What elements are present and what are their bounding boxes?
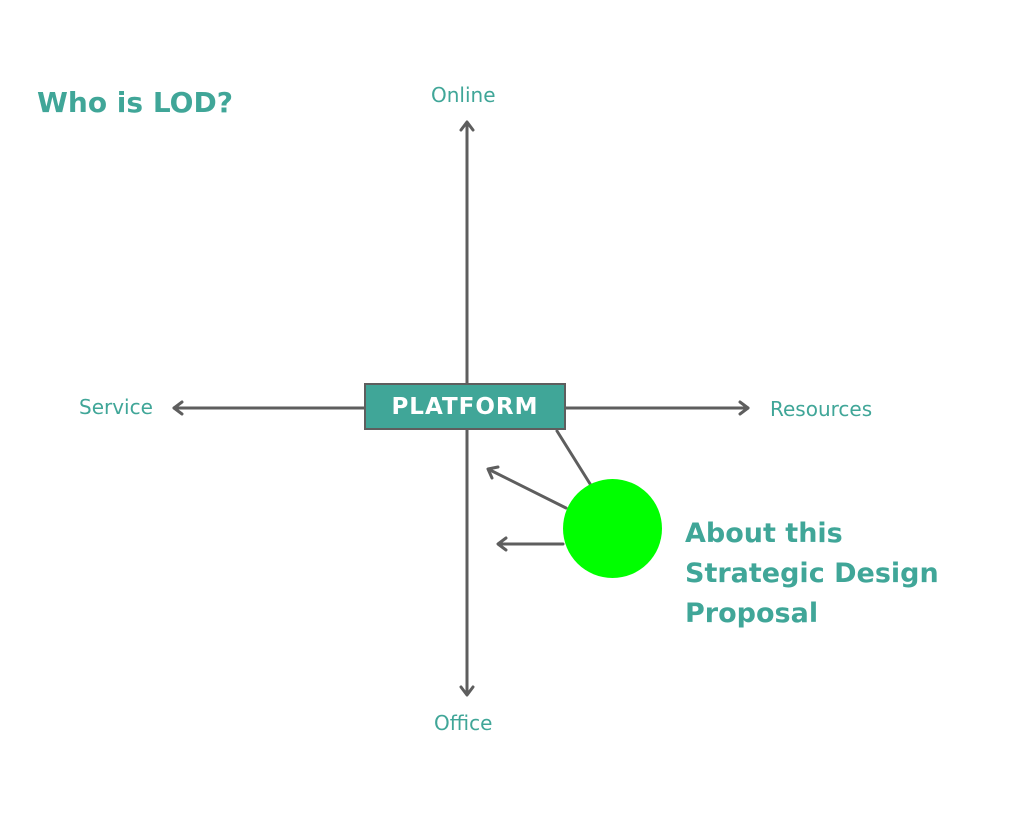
axis-label-resources: Resources	[770, 397, 873, 421]
axis-label-service: Service	[79, 395, 153, 419]
about-proposal-link[interactable]: About this Strategic Design Proposal	[685, 514, 965, 634]
axis-label-office: Office	[434, 711, 493, 735]
proposal-marker-circle[interactable]	[563, 479, 662, 578]
page-title: Who is LOD?	[37, 86, 233, 119]
pointer-arrow-lower-head-icon	[496, 536, 508, 552]
platform-box: PLATFORM	[364, 383, 566, 430]
pointer-arrow-upper-head-icon	[486, 465, 500, 480]
arrow-left-icon	[172, 400, 184, 416]
pointer-arrow-upper	[488, 468, 568, 510]
arrow-right-icon	[738, 400, 750, 416]
arrow-down-icon	[459, 685, 475, 697]
arrow-up-icon	[459, 120, 475, 132]
proposal-line-3: Proposal	[685, 598, 819, 629]
connector-line	[555, 429, 594, 489]
axis-label-online: Online	[431, 83, 496, 107]
proposal-line-1: About this	[685, 518, 843, 549]
proposal-line-2: Strategic Design	[685, 558, 939, 589]
platform-label: PLATFORM	[391, 393, 539, 420]
